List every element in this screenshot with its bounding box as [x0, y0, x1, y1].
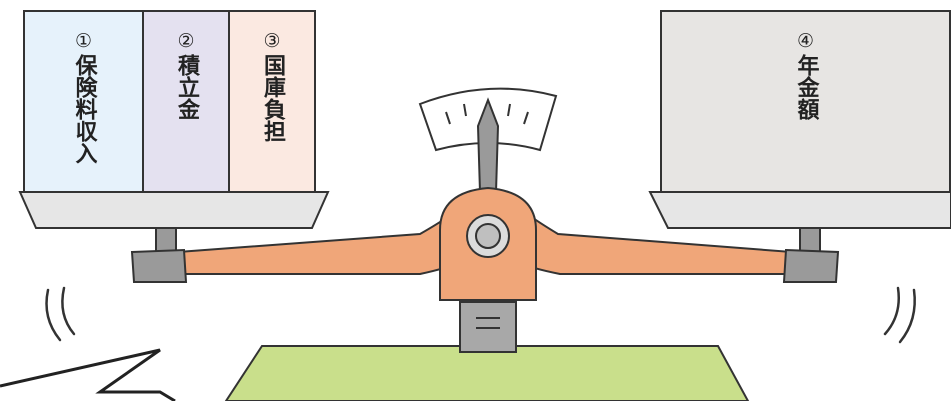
left-box-2: ② 積立金	[142, 10, 230, 193]
left-box-1: ① 保険料収入	[23, 10, 144, 193]
right-pan-clamp	[784, 250, 838, 282]
motion-lines-right	[885, 288, 915, 342]
left-pan-plate	[20, 192, 328, 228]
right-pan-post	[800, 226, 820, 252]
speech-bubble-tail	[0, 350, 175, 401]
left-box-3-text: 国庫負担	[259, 54, 285, 142]
left-box-1-label: ① 保険料収入	[71, 30, 97, 164]
left-box-3-number: ③	[263, 30, 280, 52]
right-box-1-text: 年金額	[793, 54, 819, 120]
left-box-2-number: ②	[177, 30, 194, 52]
right-box-1-number: ④	[797, 30, 814, 52]
scale-base	[226, 346, 748, 401]
left-box-3: ③ 国庫負担	[228, 10, 316, 193]
motion-lines-left	[47, 288, 75, 340]
left-box-1-text: 保険料収入	[71, 54, 97, 164]
left-box-2-label: ② 積立金	[173, 30, 199, 120]
left-box-2-text: 積立金	[173, 54, 199, 120]
left-pan-post	[156, 226, 176, 252]
left-box-3-label: ③ 国庫負担	[259, 30, 285, 142]
right-pan-plate	[650, 192, 951, 228]
right-box-1: ④ 年金額	[660, 10, 951, 193]
left-pan-clamp	[132, 250, 186, 282]
right-box-1-label: ④ 年金額	[793, 30, 819, 120]
left-box-1-number: ①	[75, 30, 92, 52]
